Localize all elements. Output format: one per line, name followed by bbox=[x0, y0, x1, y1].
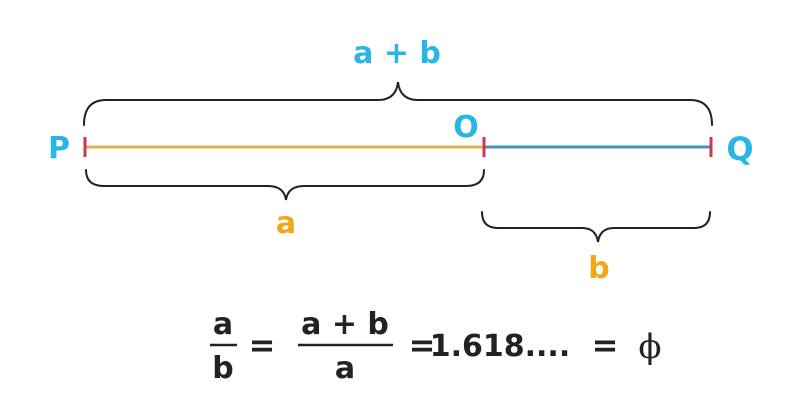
equals-sign-1: = bbox=[249, 326, 276, 364]
fraction1-numerator: a bbox=[213, 307, 233, 342]
fraction2-denominator: a bbox=[335, 351, 355, 386]
ratio-value: 1.618.... bbox=[430, 329, 570, 364]
top-brace bbox=[83, 81, 713, 126]
equals-sign-2: = bbox=[409, 326, 436, 364]
brace-b bbox=[481, 211, 711, 243]
point-p-label: P bbox=[48, 131, 70, 166]
fraction2-numerator: a + b bbox=[301, 307, 389, 342]
segment-b-label: b bbox=[588, 251, 609, 286]
sum-label: a + b bbox=[353, 36, 441, 71]
segment-a-label: a bbox=[276, 206, 296, 241]
point-o-label: O bbox=[453, 110, 479, 145]
equals-sign-3: = bbox=[592, 326, 619, 364]
fraction1-denominator: b bbox=[212, 351, 233, 386]
point-q-label: Q bbox=[726, 130, 753, 168]
phi-symbol: ϕ bbox=[638, 327, 661, 367]
brace-a bbox=[85, 169, 485, 201]
